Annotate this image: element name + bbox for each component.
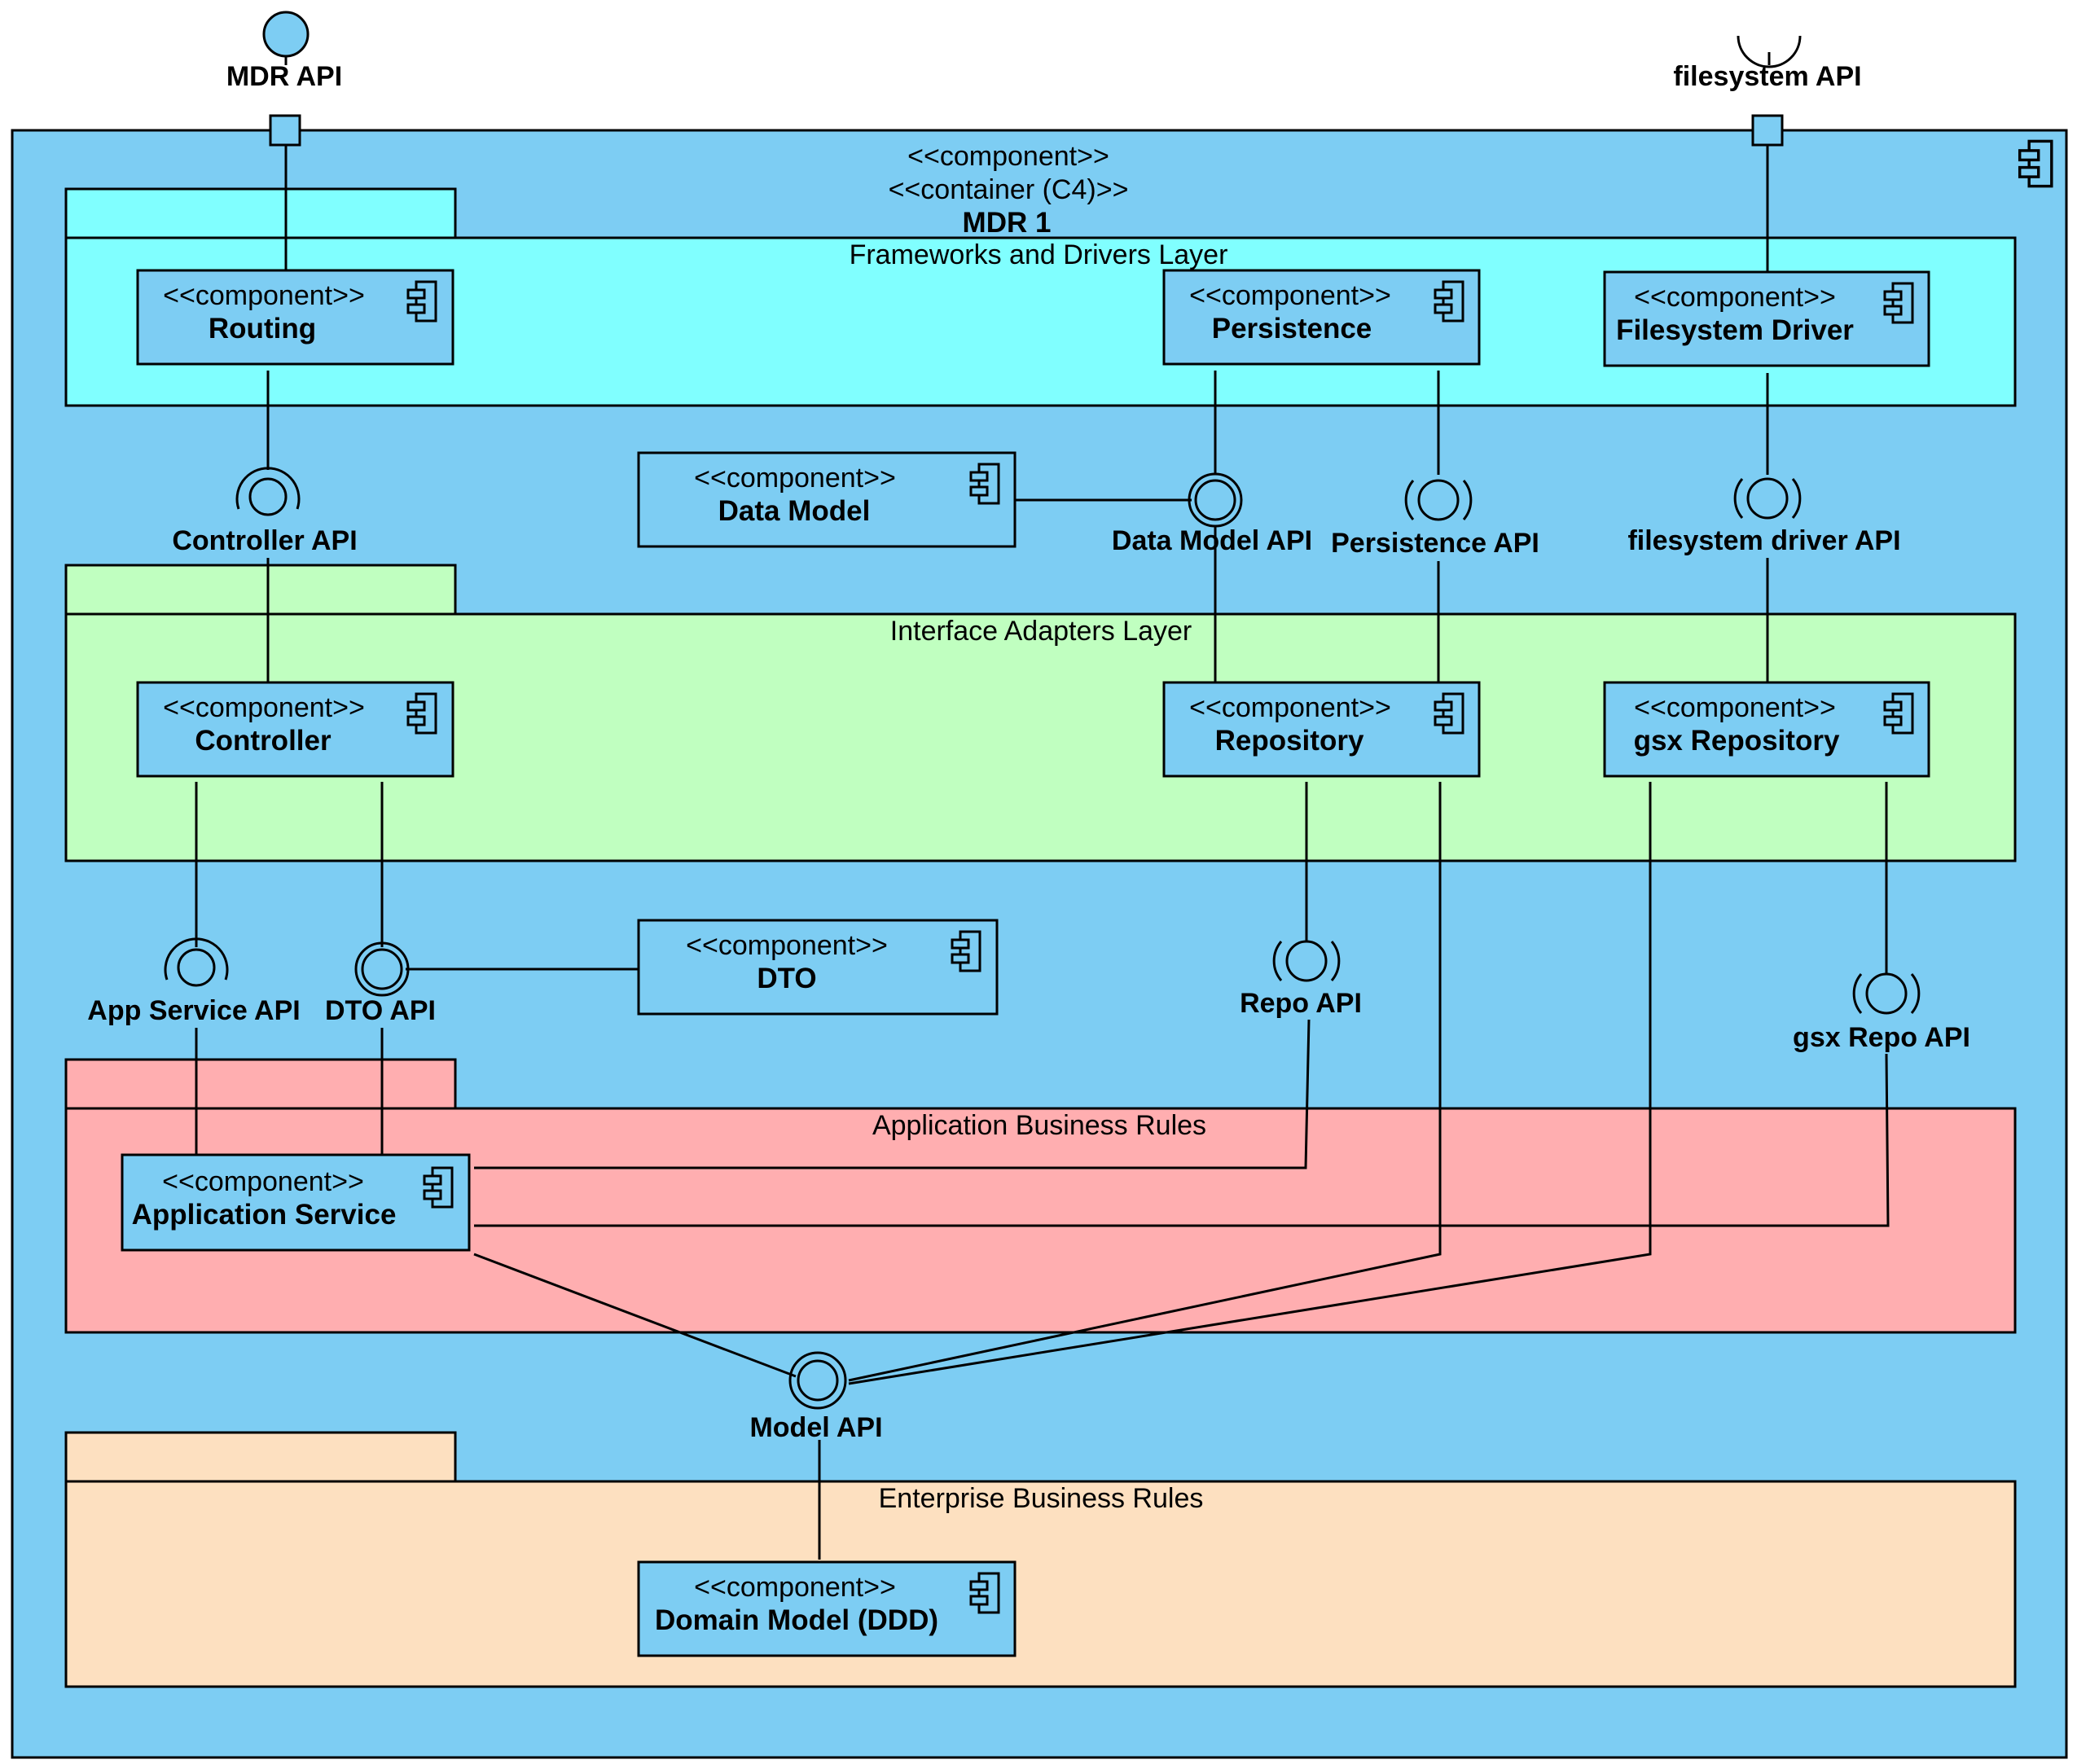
controller-stereotype: <<component>> [163,692,365,723]
persistence-api-ball-socket-icon [1404,479,1473,521]
data-model-name: Data Model [718,495,871,527]
persistence-name: Persistence [1212,313,1372,344]
routing-name: Routing [209,313,316,344]
gsx-repository-name: gsx Repository [1634,725,1840,757]
connector-repository-model-api [848,782,1442,1382]
component-application-service[interactable]: <<component>> Application Service [121,1153,471,1252]
container-stereotype-component: <<component>> [907,141,1109,172]
application-business-rules-layer-title: Application Business Rules [872,1110,1206,1141]
filesystem-api-socket-icon [1737,35,1802,68]
component-data-model[interactable]: <<component>> Data Model [637,451,1017,548]
controller-api-label: Controller API [172,525,357,556]
gsx-repo-api-label: gsx Repo API [1793,1022,1970,1053]
data-model-api-label: Data Model API [1112,525,1312,556]
interface-adapters-layer-title: Interface Adapters Layer [890,616,1192,647]
repo-api-label: Repo API [1240,988,1362,1019]
container-stereotype-c4: <<container (C4)>> [889,174,1129,205]
persistence-api-label: Persistence API [1331,528,1539,559]
mdr-api-port [269,114,301,147]
filesystem-api-label: filesystem API [1673,61,1861,92]
component-repository[interactable]: <<component>> Repository [1162,681,1481,778]
connectors [195,145,1890,1560]
mdr-api-label: MDR API [226,61,342,92]
app-service-api-label: App Service API [87,995,300,1026]
component-routing[interactable]: <<component>> Routing [136,269,454,366]
application-service-name: Application Service [132,1199,397,1231]
data-model-api-ball-socket-icon [1188,472,1243,528]
domain-model-stereotype: <<component>> [694,1572,896,1603]
frameworks-drivers-layer-title: Frameworks and Drivers Layer [850,239,1228,270]
filesystem-driver-stereotype: <<component>> [1634,282,1836,313]
model-api-ball-socket-icon [788,1351,847,1410]
container-title: MDR 1 [963,207,1052,239]
component-gsx-repository[interactable]: <<component>> gsx Repository [1603,681,1930,778]
data-model-stereotype: <<component>> [694,463,896,494]
domain-model-name: Domain Model (DDD) [655,1604,938,1636]
gsx-repo-api-ball-socket-icon [1852,972,1921,1015]
component-domain-model[interactable]: <<component>> Domain Model (DDD) [637,1560,1017,1657]
persistence-stereotype: <<component>> [1189,280,1391,311]
filesystem-api-port [1751,114,1784,147]
connector-repo-api-app-service [474,1019,1311,1169]
controller-name: Controller [195,725,332,757]
mdr-api-lollipop-icon [262,11,310,58]
enterprise-business-rules-layer-title: Enterprise Business Rules [879,1483,1204,1514]
controller-api-ball-socket-icon [235,467,301,516]
filesystem-driver-name: Filesystem Driver [1616,314,1854,346]
component-filesystem-driver[interactable]: <<component>> Filesystem Driver [1603,270,1930,367]
repository-stereotype: <<component>> [1189,692,1391,723]
component-persistence[interactable]: <<component>> Persistence [1162,269,1481,366]
enterprise-business-rules-layer [64,1431,2017,1688]
connector-gsx-repository-model-api [848,782,1652,1385]
dto-stereotype: <<component>> [686,930,888,961]
component-controller[interactable]: <<component>> Controller [136,681,454,778]
dto-api-label: DTO API [325,995,436,1026]
model-api-label: Model API [749,1412,882,1443]
dto-name: DTO [757,963,816,994]
connector-gsx-repo-api-app-service [474,1053,1890,1227]
dto-api-ball-socket-icon [354,941,410,997]
connector-app-service-model-api [473,1253,797,1378]
application-service-stereotype: <<component>> [162,1166,364,1197]
repository-name: Repository [1215,725,1364,757]
routing-stereotype: <<component>> [163,280,365,311]
app-service-api-ball-socket-icon [164,937,229,987]
filesystem-driver-api-ball-socket-icon [1733,477,1802,520]
gsx-repository-stereotype: <<component>> [1634,692,1836,723]
component-dto[interactable]: <<component>> DTO [637,919,999,1016]
repo-api-ball-socket-icon [1272,940,1341,982]
filesystem-driver-api-label: filesystem driver API [1627,525,1900,556]
